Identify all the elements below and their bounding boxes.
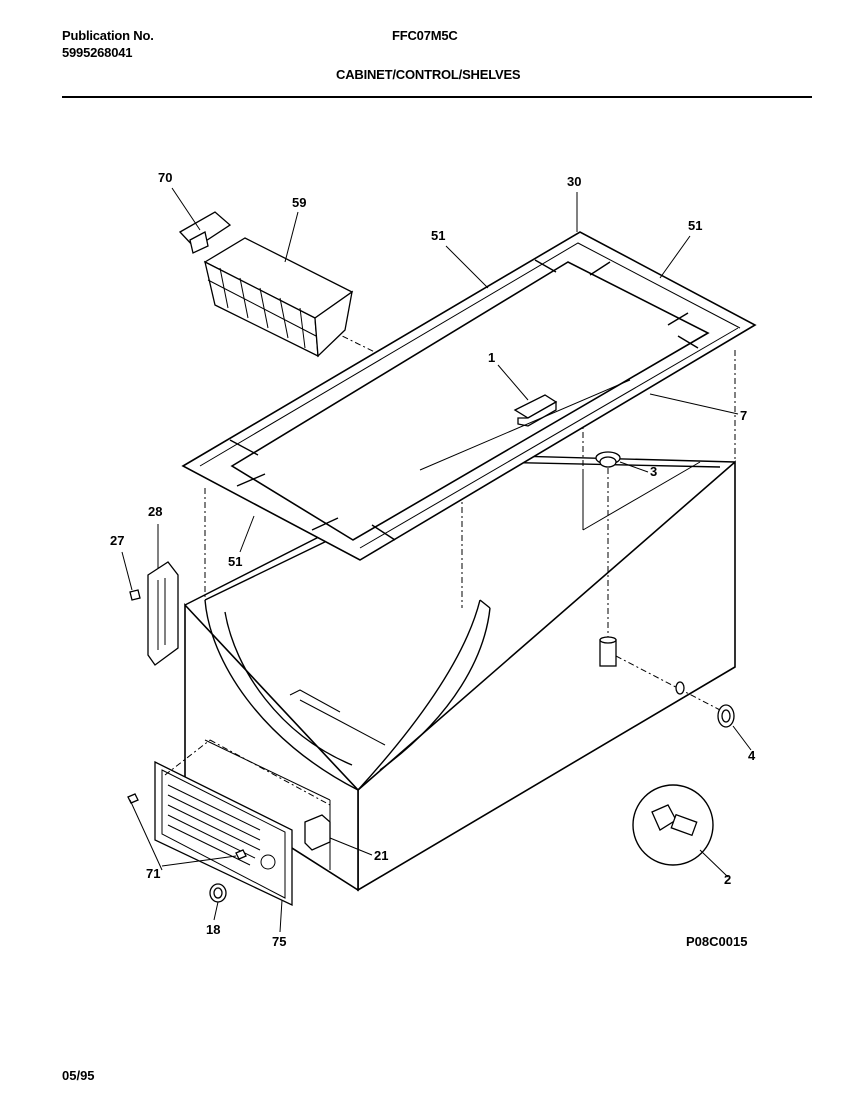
hinge-part (147, 561, 179, 666)
section-title: CABINET/CONTROL/SHELVES (336, 67, 521, 82)
hinge-screw-part (129, 589, 141, 601)
callout-51-top: 51 (431, 228, 445, 243)
grille-button-part (209, 883, 227, 903)
model-number: FFC07M5C (392, 28, 458, 43)
lid-gasket-frame (181, 231, 757, 561)
publication-number: 5995268041 (62, 45, 133, 60)
callout-2: 2 (724, 872, 731, 887)
callout-1: 1 (488, 350, 495, 365)
callout-21: 21 (374, 848, 388, 863)
callout-51-left: 51 (228, 554, 242, 569)
callout-30: 30 (567, 174, 581, 189)
wire-basket-part (203, 237, 354, 358)
callout-27: 27 (110, 533, 124, 548)
figure-code: P08C0015 (686, 934, 747, 949)
header-rule (62, 96, 812, 98)
callout-7: 7 (740, 408, 747, 423)
callout-3: 3 (650, 464, 657, 479)
callout-28: 28 (148, 504, 162, 519)
drain-cap-part (717, 704, 735, 728)
drain-plug-part (595, 451, 621, 468)
callout-18: 18 (206, 922, 220, 937)
lid-handle-part (513, 394, 558, 427)
callout-75: 75 (272, 934, 286, 949)
callout-4: 4 (748, 748, 756, 763)
drain-tube-part (599, 636, 617, 667)
callout-51-right: 51 (688, 218, 702, 233)
callout-71: 71 (146, 866, 160, 881)
callout-70: 70 (158, 170, 172, 185)
callout-59: 59 (292, 195, 306, 210)
drain-fitting-detail (632, 784, 714, 866)
basket-clip-part (178, 211, 232, 254)
drain-fitting-part (675, 681, 685, 695)
relay-part (304, 814, 331, 851)
leader-lines (121, 187, 752, 933)
publication-date: 05/95 (62, 1068, 95, 1083)
publication-label: Publication No. (62, 28, 154, 43)
toe-grille-part (154, 760, 293, 907)
